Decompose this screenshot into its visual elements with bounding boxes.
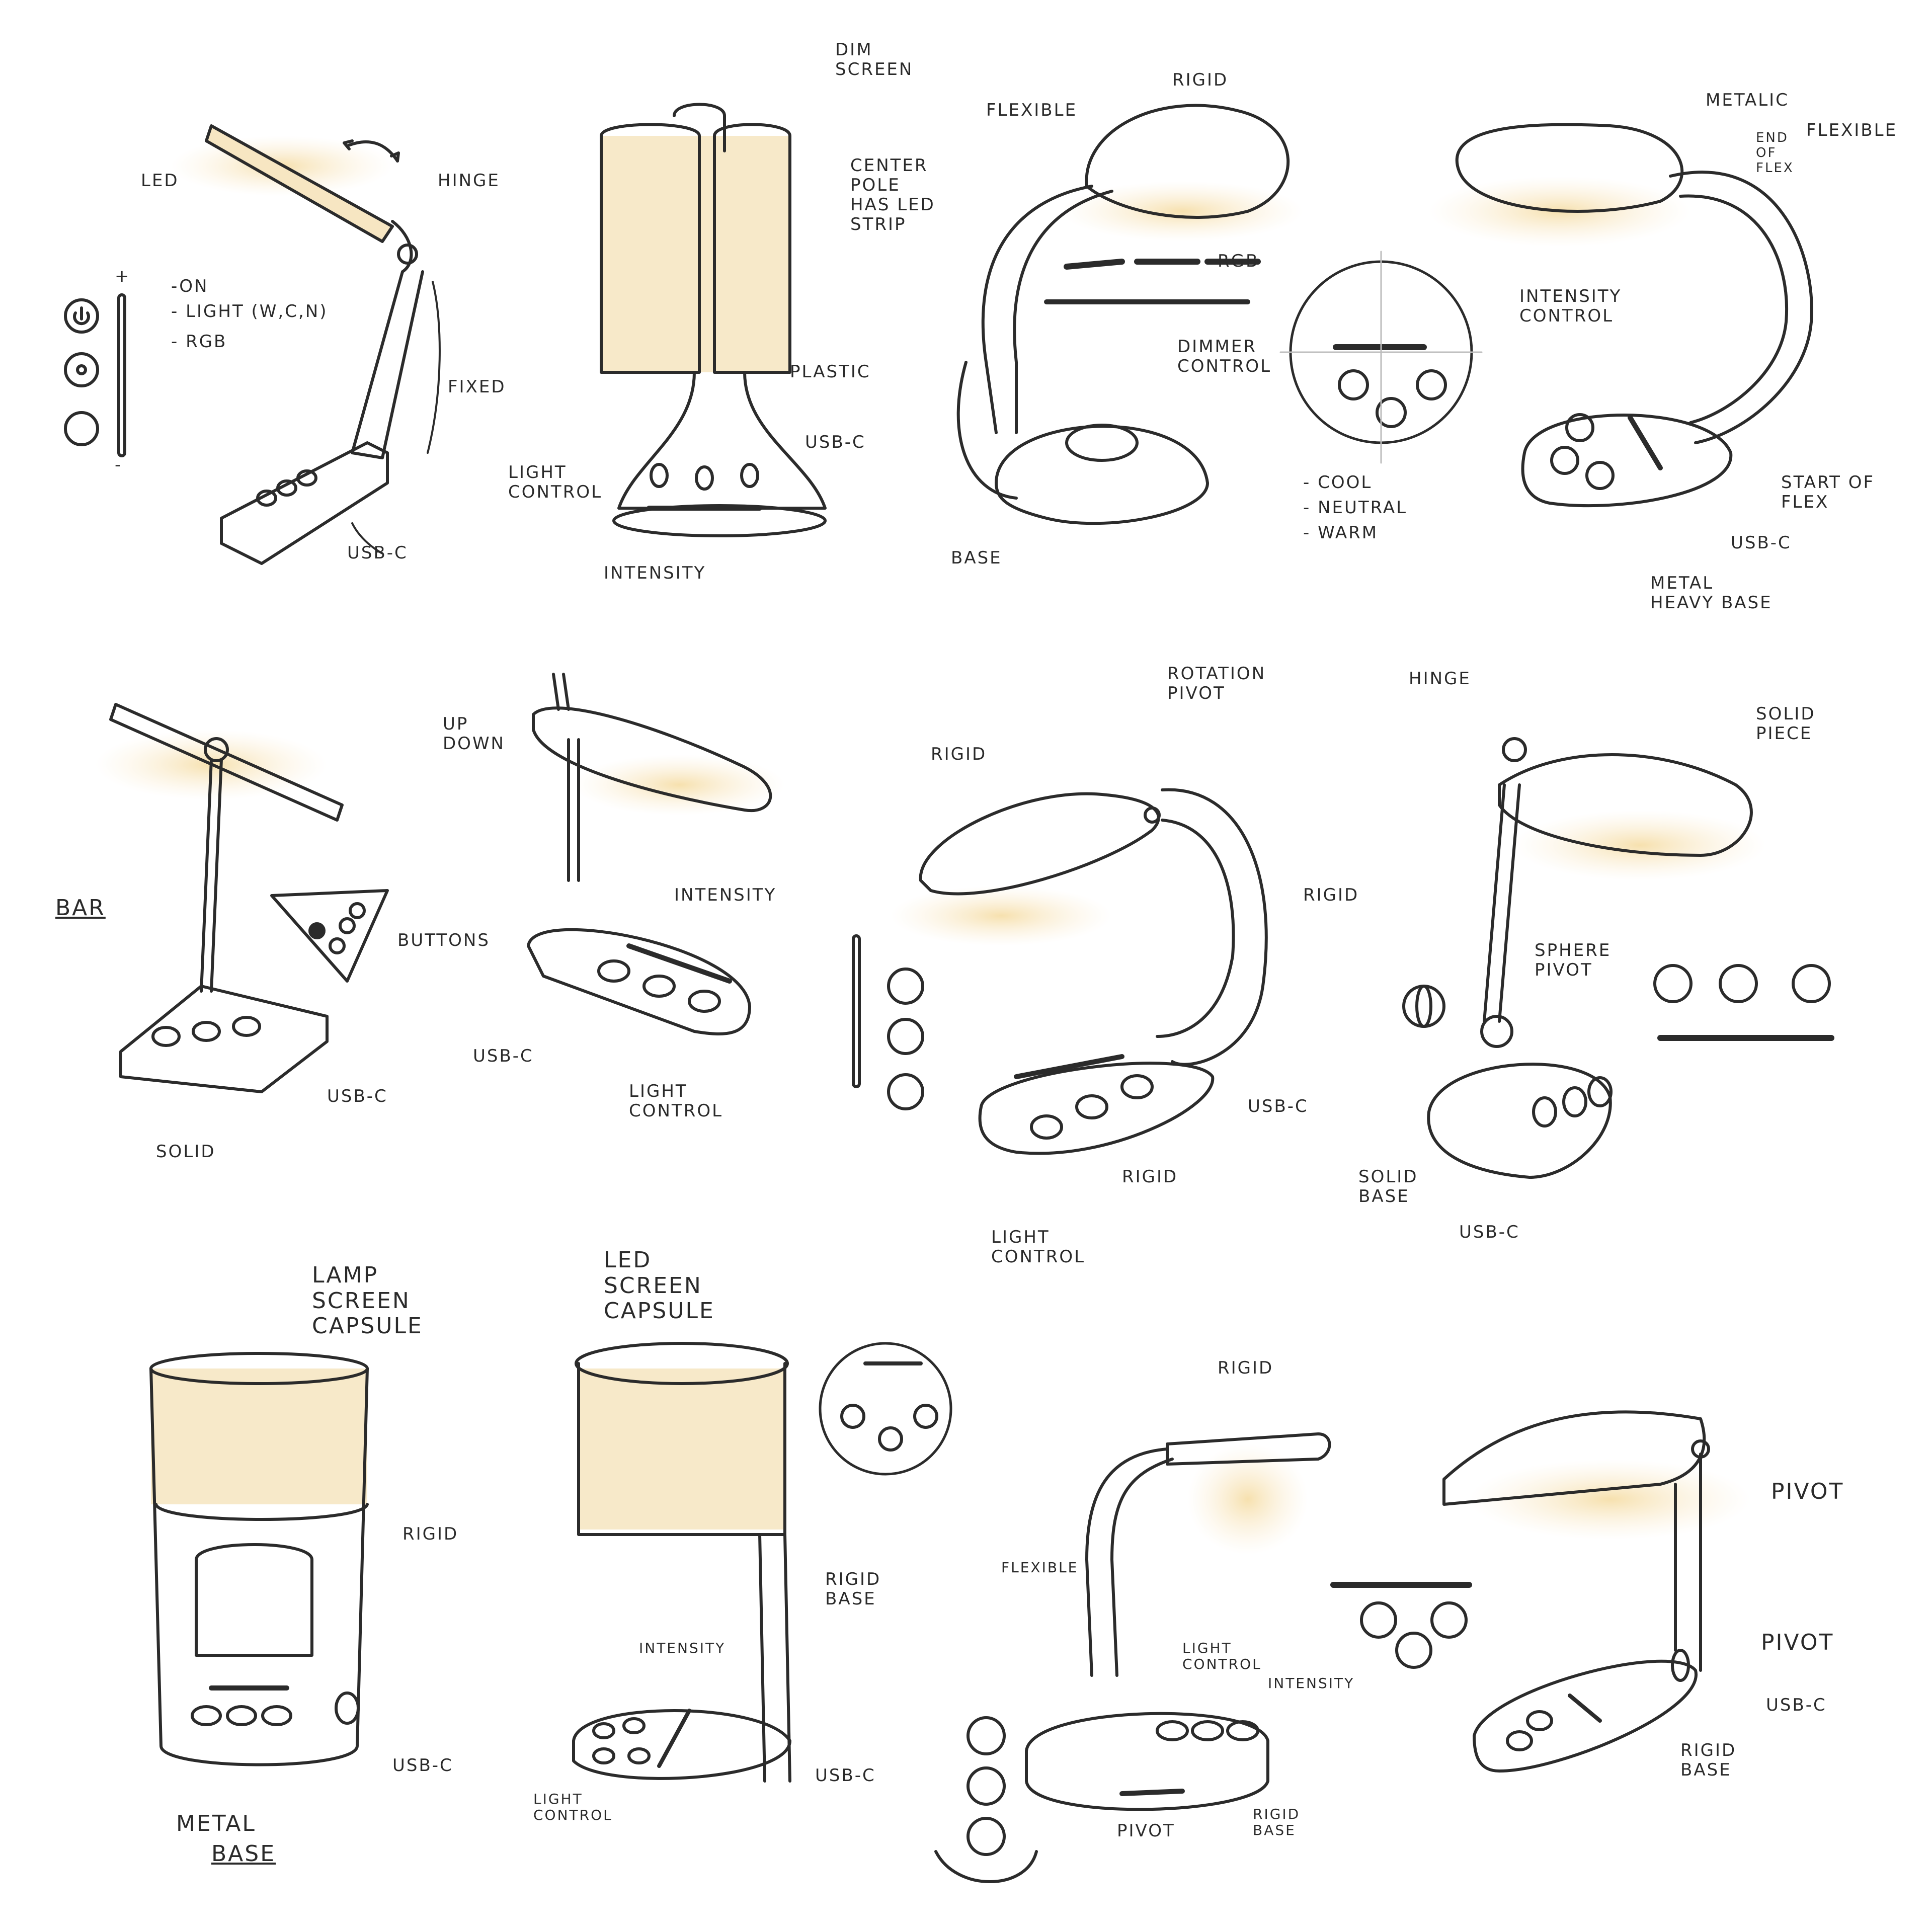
s6-usbc-label: USB-C <box>473 1046 534 1066</box>
s1-led-label: LED <box>141 171 179 191</box>
s4-cool-label: - COOL <box>1303 472 1373 493</box>
sketch-5-bar-lamp <box>96 703 389 1093</box>
s2-center-pole-label: CENTER POLE HAS LED STRIP <box>850 155 935 235</box>
s4-warm-label: - WARM <box>1303 523 1379 543</box>
s10-intensity-label: INTENSITY <box>639 1640 726 1656</box>
s7-rigid-base-label: RIGID <box>1122 1167 1178 1187</box>
s4-usbc-label: USB-C <box>1731 533 1792 553</box>
sketch-10-led-capsule-lamp <box>572 1342 952 1783</box>
s8-usbc-label: USB-C <box>1459 1222 1520 1242</box>
s7-usbc-label: USB-C <box>1248 1096 1309 1116</box>
s4-neutral-label: - NEUTRAL <box>1303 498 1408 518</box>
s3-dimmer-label: DIMMER CONTROL <box>1177 337 1272 377</box>
s1-fixed-label: FIXED <box>448 377 506 397</box>
s10-light-control-label: LIGHT CONTROL <box>533 1791 613 1824</box>
s1-usbc-label: USB-C <box>347 543 408 563</box>
s5-buttons-label: BUTTONS <box>397 930 490 950</box>
s1-on-label: -ON <box>171 276 209 296</box>
s3-flexible-label: FLEXIBLE <box>986 100 1078 120</box>
s8-solid-piece-label: SOLID PIECE <box>1756 704 1816 744</box>
s3-base-label: BASE <box>951 548 1002 568</box>
s8-solid-base-label: SOLID BASE <box>1358 1167 1418 1207</box>
s11-flexible-label: FLEXIBLE <box>1001 1559 1079 1576</box>
s10-usbc-label: USB-C <box>815 1765 876 1786</box>
s3-rigid-label: RIGID <box>1172 70 1229 90</box>
s2-dim-screen-label: DIM SCREEN <box>835 40 914 80</box>
s6-light-control-label: LIGHT CONTROL <box>629 1081 723 1121</box>
s7-rotation-pivot-label: ROTATION PIVOT <box>1167 664 1266 704</box>
s4-start-flex-label: START OF FLEX <box>1781 472 1875 513</box>
s6-updown-label: UP DOWN <box>443 714 505 754</box>
s1-hinge-label: HINGE <box>438 171 500 191</box>
s2-intensity-label: INTENSITY <box>604 563 706 583</box>
s9-rigid-label: RIGID <box>403 1524 459 1544</box>
s9-base-label: BASE <box>211 1841 276 1867</box>
s9-capsule-label: LAMP SCREEN CAPSULE <box>312 1262 423 1339</box>
sketch-6-pivot-arm-lamp <box>527 673 924 1110</box>
s4-heavy-base-label: METAL HEAVY BASE <box>1650 573 1773 613</box>
sketch-3-flexible-lamp <box>956 104 1483 525</box>
s10-rigid-base-label: RIGID BASE <box>825 1569 881 1609</box>
s5-bar-label: BAR <box>55 895 106 921</box>
s12-pivot-top-label: PIVOT <box>1771 1479 1844 1504</box>
s4-metalic-label: METALIC <box>1706 90 1789 110</box>
s11-intensity-label: INTENSITY <box>1268 1675 1355 1692</box>
sketch-4-metal-flex-lamp <box>1429 123 1813 508</box>
sketch-12-pivot-table-lamp <box>1442 1410 1751 1773</box>
s4-flexible-label: FLEXIBLE <box>1806 120 1898 140</box>
s12-usbc-label: USB-C <box>1766 1695 1827 1715</box>
s11-rigid-label: RIGID <box>1218 1358 1274 1378</box>
s1-button-column <box>64 293 126 457</box>
s1-light-label: - LIGHT (W,C,N) <box>171 301 328 321</box>
rgb-button-icon <box>64 411 99 446</box>
s11-pivot-label: PIVOT <box>1117 1821 1175 1841</box>
s2-usbc-label: USB-C <box>805 432 866 452</box>
s12-pivot-bottom-label: PIVOT <box>1761 1630 1834 1655</box>
s5-usbc-label: USB-C <box>327 1086 388 1106</box>
s4-intensity-control-label: INTENSITY CONTROL <box>1519 286 1622 327</box>
s1-rgb-label: - RGB <box>171 332 227 352</box>
s12-rigid-base-label: RIGID BASE <box>1680 1740 1737 1781</box>
sketch-2-split-capsule-lamp <box>600 103 827 537</box>
s9-metal-label: METAL <box>176 1811 256 1836</box>
s2-light-control-label: LIGHT CONTROL <box>508 462 603 503</box>
s4-end-flex-label: END OF FLEX <box>1756 130 1794 176</box>
sun-button-icon <box>64 352 99 387</box>
s1-minus-label: - <box>115 455 123 475</box>
s7-light-control-label: LIGHT CONTROL <box>991 1227 1086 1267</box>
sketch-9-screen-capsule-lamp <box>149 1352 369 1766</box>
sketch-1-hinged-lamp <box>64 124 441 565</box>
s6-intensity-label: INTENSITY <box>674 885 777 905</box>
s10-capsule-label: LED SCREEN CAPSULE <box>604 1247 715 1324</box>
sketch-8-sphere-pivot-lamp <box>1402 737 1834 1179</box>
s11-rigid-base-label: RIGID BASE <box>1253 1806 1301 1839</box>
s8-sphere-pivot-label: SPHERE PIVOT <box>1535 940 1612 981</box>
s7-rigid-top-label: RIGID <box>931 744 987 764</box>
s3-rgb-label: RGB <box>1218 251 1259 271</box>
s8-hinge-label: HINGE <box>1409 669 1471 689</box>
sketch-7-c-shape-lamp <box>891 788 1268 1155</box>
s9-usbc-label: USB-C <box>392 1755 453 1776</box>
s1-plus-label: + <box>115 266 131 286</box>
power-button-icon <box>64 298 99 334</box>
sketch-11-flex-neck-lamp <box>934 1432 1472 1883</box>
s5-solid-label: SOLID <box>156 1142 216 1162</box>
s11-light-control-label: LIGHT CONTROL <box>1182 1640 1262 1673</box>
s2-plastic-label: PLASTIC <box>790 362 871 382</box>
s7-rigid-arm-label: RIGID <box>1303 885 1359 905</box>
